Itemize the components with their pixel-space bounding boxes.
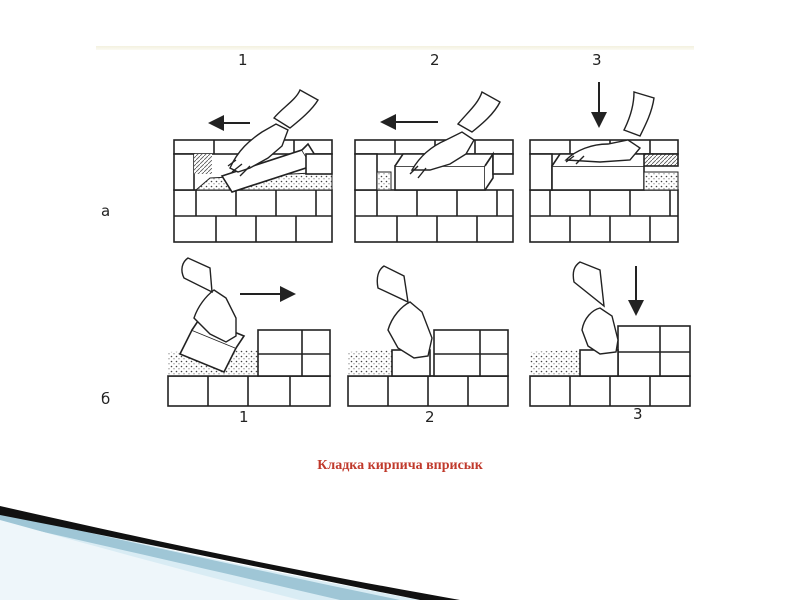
panel-b1: [167, 317, 331, 407]
step-label-top-1: 1: [238, 51, 248, 69]
hand-icon: [227, 89, 319, 177]
panel-a3: [529, 139, 679, 243]
step-label-bottom-3: 3: [633, 405, 643, 423]
step-label-top-2: 2: [430, 51, 440, 69]
hand-icon: [409, 90, 501, 179]
hand-icon: [564, 91, 655, 165]
hand-icon: [376, 265, 433, 359]
step-label-bottom-1: 1: [239, 408, 249, 426]
hand-icon: [572, 261, 619, 355]
panel-b3: [529, 325, 691, 407]
panel-b2: [347, 329, 509, 407]
decorative-swoosh: [0, 506, 460, 600]
step-label-bottom-2: 2: [425, 408, 435, 426]
hand-icon: [181, 257, 237, 343]
top-divider-line: [96, 46, 694, 50]
panel-a2: [354, 139, 514, 243]
step-label-top-3: 3: [592, 51, 602, 69]
caption: Кладка кирпича вприсык: [317, 458, 483, 473]
row-label-b: б: [101, 390, 111, 408]
row-label-a: а: [101, 202, 111, 220]
